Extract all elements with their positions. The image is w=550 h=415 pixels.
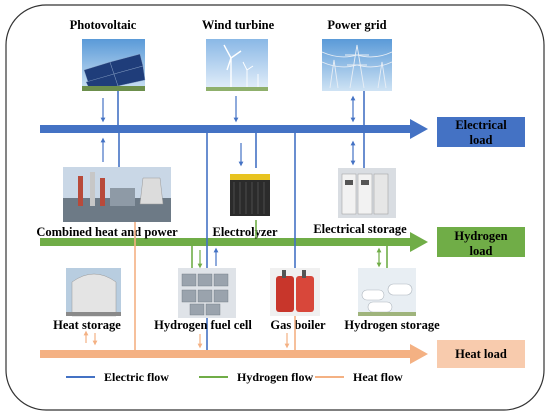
- photovoltaic-label: Photovoltaic: [70, 18, 137, 32]
- heat-load-box: [437, 340, 525, 368]
- power-grid-label: Power grid: [327, 18, 386, 32]
- electrolyzer-label: Electrolyzer: [212, 225, 277, 239]
- electrical-load-label-line1: Electrical: [455, 118, 507, 132]
- hydrogen-storage-image: [358, 268, 416, 316]
- legend-hydrogen-label: Hydrogen flow: [237, 370, 313, 384]
- chp-label: Combined heat and power: [36, 225, 178, 239]
- heat-bus: [40, 344, 428, 364]
- hydrogen-storage-label: Hydrogen storage: [344, 318, 440, 332]
- outer-frame: [5, 4, 545, 411]
- gas-boiler-label: Gas boiler: [270, 318, 326, 332]
- electrical-load-label-line2: load: [470, 133, 493, 147]
- electrical-storage-label: Electrical storage: [313, 222, 407, 236]
- heat-storage-label: Heat storage: [53, 318, 121, 332]
- hydrogen-load-label-line1: Hydrogen: [454, 229, 507, 243]
- wind-turbine-image: [206, 39, 268, 91]
- legend-electric-label: Electric flow: [104, 370, 169, 384]
- photovoltaic-image: [82, 39, 146, 91]
- fuel-cell-image: [178, 268, 236, 318]
- chp-image: [63, 167, 171, 222]
- electrical-load-box: [437, 117, 525, 147]
- gas-boiler-image: [270, 268, 320, 316]
- power-grid-image: [321, 39, 393, 91]
- hydrogen-load-label-line2: load: [470, 244, 493, 258]
- legend-heat-label: Heat flow: [353, 370, 403, 384]
- hydrogen-bus: [40, 232, 428, 252]
- hydrogen-load-box: [437, 227, 525, 257]
- electrical-storage-image: [338, 168, 396, 218]
- electrolyzer-image: [226, 168, 274, 220]
- heat-load-label: Heat load: [455, 347, 507, 361]
- electrical-bus: [40, 119, 428, 139]
- fuel-cell-label: Hydrogen fuel cell: [154, 318, 252, 332]
- wind-turbine-label: Wind turbine: [202, 18, 275, 32]
- heat-storage-image: [66, 268, 121, 317]
